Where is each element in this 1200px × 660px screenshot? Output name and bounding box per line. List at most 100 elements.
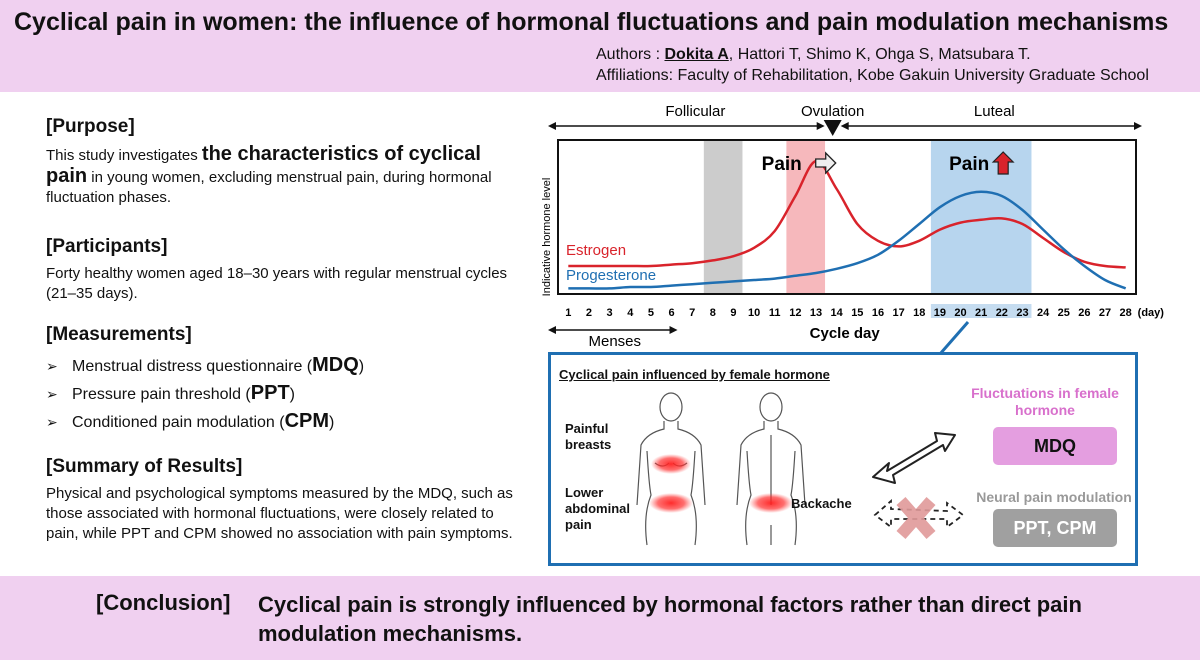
results-text: Physical and psychological symptoms meas…: [46, 485, 513, 542]
x-axis-label: Cycle day: [810, 325, 881, 342]
painful-breasts-label: Painful breasts: [565, 421, 612, 452]
x-tick-label: 25: [1058, 307, 1070, 319]
menses-arrow-left-head: [548, 326, 556, 334]
other-authors: , Hattori T, Shimo K, Ohga S, Matsubara …: [728, 46, 1031, 63]
follicular-label: Follicular: [665, 103, 725, 120]
measurements-section: [Measurements] ➢Menstrual distress quest…: [46, 324, 516, 436]
ovulation-marker-icon: [823, 120, 842, 136]
cross-mark-icon: [896, 497, 936, 539]
bullet-arrow-icon: ➢: [46, 414, 58, 430]
x-tick-label: 18: [913, 307, 925, 319]
poster-header: Cyclical pain in women: the influence of…: [0, 0, 1200, 92]
neural-modulation-label: Neural pain modulation: [976, 489, 1132, 505]
follicular-arrow-left-head: [548, 122, 556, 130]
plot-frame: [557, 139, 1137, 295]
highlight-tick-band: [930, 304, 1032, 318]
series-line-estrogen: [568, 159, 1126, 269]
x-unit-label: (day): [1138, 307, 1165, 319]
back-pain-spot: [749, 493, 793, 513]
results-heading: [Summary of Results]: [46, 456, 243, 477]
participants-section: [Participants] Forty healthy women aged …: [46, 236, 516, 304]
menses-label: Menses: [589, 333, 642, 350]
series-label-estrogen: Estrogen: [566, 242, 626, 259]
conclusion-text: Cyclical pain is strongly influenced by …: [258, 592, 1082, 646]
lower-abdominal-label: Lower abdominal pain: [565, 485, 631, 532]
authors-label: Authors :: [596, 46, 665, 63]
figure-title: Cyclical pain influenced by female hormo…: [559, 367, 830, 382]
measurements-list: ➢Menstrual distress questionnaire (MDQ) …: [46, 352, 516, 436]
x-tick-label: 12: [789, 307, 801, 319]
purpose-section: [Purpose] This study investigates the ch…: [46, 116, 516, 208]
purpose-emphasis: the characteristics of cyclical pain: [46, 143, 481, 187]
series-label-progesterone: Progesterone: [566, 267, 656, 284]
x-tick-label: 28: [1120, 307, 1132, 319]
x-tick-label: 6: [668, 307, 674, 319]
ovulation-label: Ovulation: [801, 103, 864, 120]
x-tick-label: 10: [748, 307, 760, 319]
dashed-double-arrow-icon: [873, 499, 965, 529]
backache-label: Backache: [791, 496, 852, 511]
phase-band-0: [703, 140, 743, 294]
x-tick-label: 4: [627, 307, 634, 319]
x-tick-label: 26: [1078, 307, 1090, 319]
menses-arrow-right-head: [669, 326, 678, 334]
luteal-arrow-right-head: [1134, 122, 1142, 130]
x-tick-label: 1: [565, 307, 571, 319]
connector-line: [938, 321, 970, 355]
list-item: ➢Pressure pain threshold (PPT): [46, 380, 516, 408]
luteal-arrow-left-head: [840, 122, 849, 130]
results-section: [Summary of Results] Physical and psycho…: [46, 456, 516, 544]
x-tick-label: 14: [831, 307, 844, 319]
poster-title: Cyclical pain in women: the influence of…: [14, 8, 1169, 36]
participants-text: Forty healthy women aged 18–30 years wit…: [46, 265, 508, 302]
x-tick-label: 9: [730, 307, 736, 319]
x-tick-label: 5: [648, 307, 654, 319]
x-tick-label: 24: [1037, 307, 1050, 319]
fluctuations-label: Fluctuations in female hormone: [971, 385, 1119, 418]
purpose-heading: [Purpose]: [46, 116, 135, 137]
x-tick-label: 2: [586, 307, 592, 319]
back-body-icon: [736, 392, 806, 546]
measurements-heading: [Measurements]: [46, 324, 192, 345]
right-arrow-icon: [815, 151, 837, 175]
authors-line: Authors : Dokita A, Hattori T, Shimo K, …: [596, 46, 1031, 64]
x-tick-label: 7: [689, 307, 695, 319]
front-body-icon: [636, 392, 706, 546]
bullet-arrow-icon: ➢: [46, 358, 58, 374]
y-axis-label: Indicative hormone level: [541, 178, 553, 297]
x-tick-label: 20: [954, 307, 966, 319]
purpose-text: This study investigates the characterist…: [46, 143, 492, 206]
conclusion-label: [Conclusion]: [96, 590, 231, 615]
pain-label-1: Pain: [949, 154, 989, 175]
list-item: ➢Menstrual distress questionnaire (MDQ): [46, 352, 516, 380]
series-line-progesterone: [568, 190, 1127, 290]
phase-band-2: [930, 140, 1032, 294]
x-tick-label: 16: [872, 307, 884, 319]
conclusion-banner: [Conclusion] Cyclical pain is strongly i…: [0, 576, 1200, 660]
x-tick-label: 3: [607, 307, 613, 319]
follicular-arrow-right-head: [816, 122, 825, 130]
x-tick-label: 27: [1099, 307, 1111, 319]
x-tick-label: 13: [810, 307, 822, 319]
x-tick-label: 23: [1016, 307, 1028, 319]
list-item: ➢Conditioned pain modulation (CPM): [46, 408, 516, 436]
hormone-figure-box: Cyclical pain influenced by female hormo…: [548, 352, 1138, 566]
affiliations: Affiliations: Faculty of Rehabilitation,…: [596, 67, 1149, 84]
pain-label-0: Pain: [762, 154, 802, 175]
first-author: Dokita A: [664, 46, 729, 63]
breast-pain-spot: [651, 454, 691, 474]
double-arrow-icon: [872, 432, 956, 484]
x-tick-label: 11: [769, 307, 781, 319]
ppt-cpm-box: PPT, CPM: [993, 509, 1117, 547]
luteal-label: Luteal: [974, 103, 1015, 120]
x-tick-label: 17: [892, 307, 904, 319]
participants-heading: [Participants]: [46, 236, 168, 257]
body-illustration: [636, 392, 965, 546]
abdominal-pain-spot: [649, 493, 693, 513]
up-arrow-icon: [991, 151, 1015, 175]
x-tick-label: 19: [934, 307, 946, 319]
mdq-box: MDQ: [993, 427, 1117, 465]
bullet-arrow-icon: ➢: [46, 386, 58, 402]
